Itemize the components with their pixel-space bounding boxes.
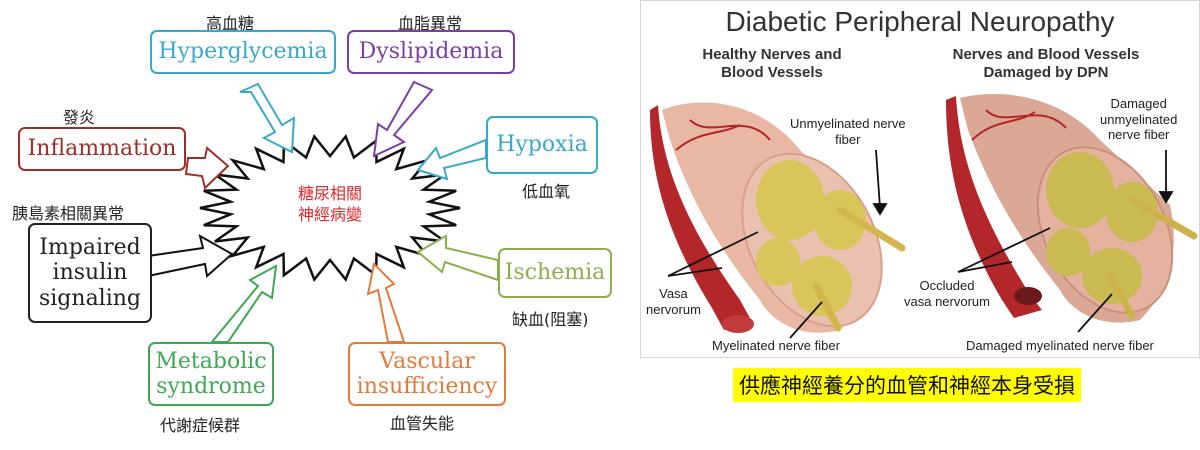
box-impaired-line3: signaling [38,285,142,311]
box-hypoxia-text: Hypoxia [496,132,588,158]
box-inflammation: Inflammation [18,127,186,171]
zh-inflammation: 發炎 [63,108,96,127]
left-diagram: 糖尿相關 神經病變 高血糖 Hyperglycemia 血脂異常 Dyslipi… [12,14,612,435]
healthy-title-line2: Blood Vessels [721,64,823,81]
arrow-metabolic [209,264,278,343]
label-vasa: Vasa nervorum [646,286,701,317]
pointer-vasa-2 [667,267,723,277]
damaged-myelinated-fiber [1106,272,1136,320]
box-vascular: Vascular insufficiency [348,342,506,406]
healthy-title-line1: Healthy Nerves and [702,46,842,63]
healthy-unmyelinated-fiber [836,206,906,252]
box-ischemia-text: Ischemia [504,260,606,286]
arrow-impaired [147,233,234,278]
arrow-ischemia [416,234,499,282]
zh-metabolic: 代謝症候群 [160,416,241,435]
dpn-title: Diabetic Peripheral Neuropathy [725,6,1115,37]
box-impaired-line1: Impaired [39,235,141,261]
label-occluded: Occluded vasa nervorum [904,278,990,309]
zh-dyslipidemia: 血脂異常 [398,14,463,33]
healthy-fascicle-4 [756,238,800,286]
pointer-unmyelinated-head [872,203,888,216]
zh-hyperglycemia: 高血糖 [206,14,255,33]
zh-vascular: 血管失能 [390,414,455,433]
box-impaired-line2: insulin [52,260,128,286]
arrows-and-burst [147,80,499,343]
label-vasa-line2: nervorum [646,301,701,317]
healthy-fascicle-3 [792,256,852,316]
damaged-fascicle-1 [1046,152,1114,228]
center-label-line2: 神經病變 [297,204,362,224]
damaged-fascicle-4 [1046,228,1090,276]
arrow-vascular [366,261,406,343]
zh-impaired: 胰島素相關異常 [12,204,125,223]
damaged-title-line2: Damaged by DPN [983,64,1109,81]
arrow-inflammation [184,146,230,190]
box-vascular-line1: Vascular [379,348,475,374]
box-inflammation-text: Inflammation [27,136,177,162]
damaged-artery [946,96,1042,318]
box-vascular-line2: insufficiency [356,374,498,399]
label-damaged-unmyel-line1: Damaged [1110,96,1167,111]
zh-hypoxia: 低血氧 [522,182,571,201]
pointer-occluded-1 [957,227,1051,273]
neuropathy-burst [199,134,461,282]
box-hypoxia: Hypoxia [486,116,598,174]
label-damaged-unmyel-line3: nerve fiber [1107,127,1170,143]
pointer-damaged-unmyel-head [1158,191,1174,204]
healthy-nerve [650,102,906,333]
damaged-nerve [946,94,1198,323]
label-unmyelinated-line2: fiber [835,131,861,147]
damaged-title-line1: Nerves and Blood Vessels [952,46,1140,63]
arrow-hypoxia [416,138,487,181]
healthy-title: Healthy Nerves and Blood Vessels [672,46,872,82]
pointer-myelinated [789,301,823,339]
arrow-dyslipidemia [372,80,434,158]
box-dyslipidemia-text: Dyslipidemia [358,39,504,65]
pointer-occluded-2 [957,261,1013,273]
healthy-artery [650,105,752,330]
label-vasa-line1: Vasa [659,286,688,301]
zh-ischemia: 缺血(阻塞) [512,310,589,329]
damaged-unmyelinated-fiber [1128,196,1198,240]
label-occluded-line1: Occluded [919,278,975,293]
pointer-damaged-myel [1077,293,1113,333]
box-metabolic: Metabolic syndrome [148,342,274,406]
center-label: 糖尿相關 神經病變 [270,184,390,226]
label-myelinated: Myelinated nerve fiber [712,338,840,353]
damaged-vessel-branch [971,109,1067,141]
label-damaged-unmyel-line2: unmyelinated [1100,111,1178,127]
damaged-artery-end [1014,287,1042,305]
center-label-line1: 糖尿相關 [297,184,362,203]
damaged-fascicle-2 [1106,182,1158,242]
box-metabolic-line2: syndrome [156,374,266,399]
box-impaired: Impaired insulin signaling [28,223,152,323]
pointer-vasa-1 [667,231,759,277]
label-occluded-line2: vasa nervorum [904,293,990,309]
healthy-artery-end [722,315,754,333]
damaged-title: Nerves and Blood Vessels Damaged by DPN [936,46,1156,82]
pointer-unmyelinated [875,149,881,209]
healthy-myelinated-fiber [812,282,842,332]
box-ischemia: Ischemia [498,248,612,298]
label-damaged-unmyelinated: Damaged unmyelinated nerve fiber [1100,96,1177,143]
healthy-fascicle-1 [756,160,824,240]
caption-highlight: 供應神經養分的血管和神經本身受損 [733,368,1081,402]
label-unmyelinated: Unmyelinated nerve fiber [790,116,906,147]
label-damaged-myelinated: Damaged myelinated nerve fiber [966,338,1154,353]
healthy-fascicle-2 [814,190,866,250]
arrow-hyperglycemia [239,82,296,154]
box-hyperglycemia: Hyperglycemia [150,30,336,74]
box-dyslipidemia: Dyslipidemia [347,30,515,74]
box-hyperglycemia-text: Hyperglycemia [158,39,328,65]
label-unmyelinated-line1: Unmyelinated nerve [790,116,906,131]
healthy-vessel-branch [675,119,771,151]
box-metabolic-line1: Metabolic [155,348,267,374]
